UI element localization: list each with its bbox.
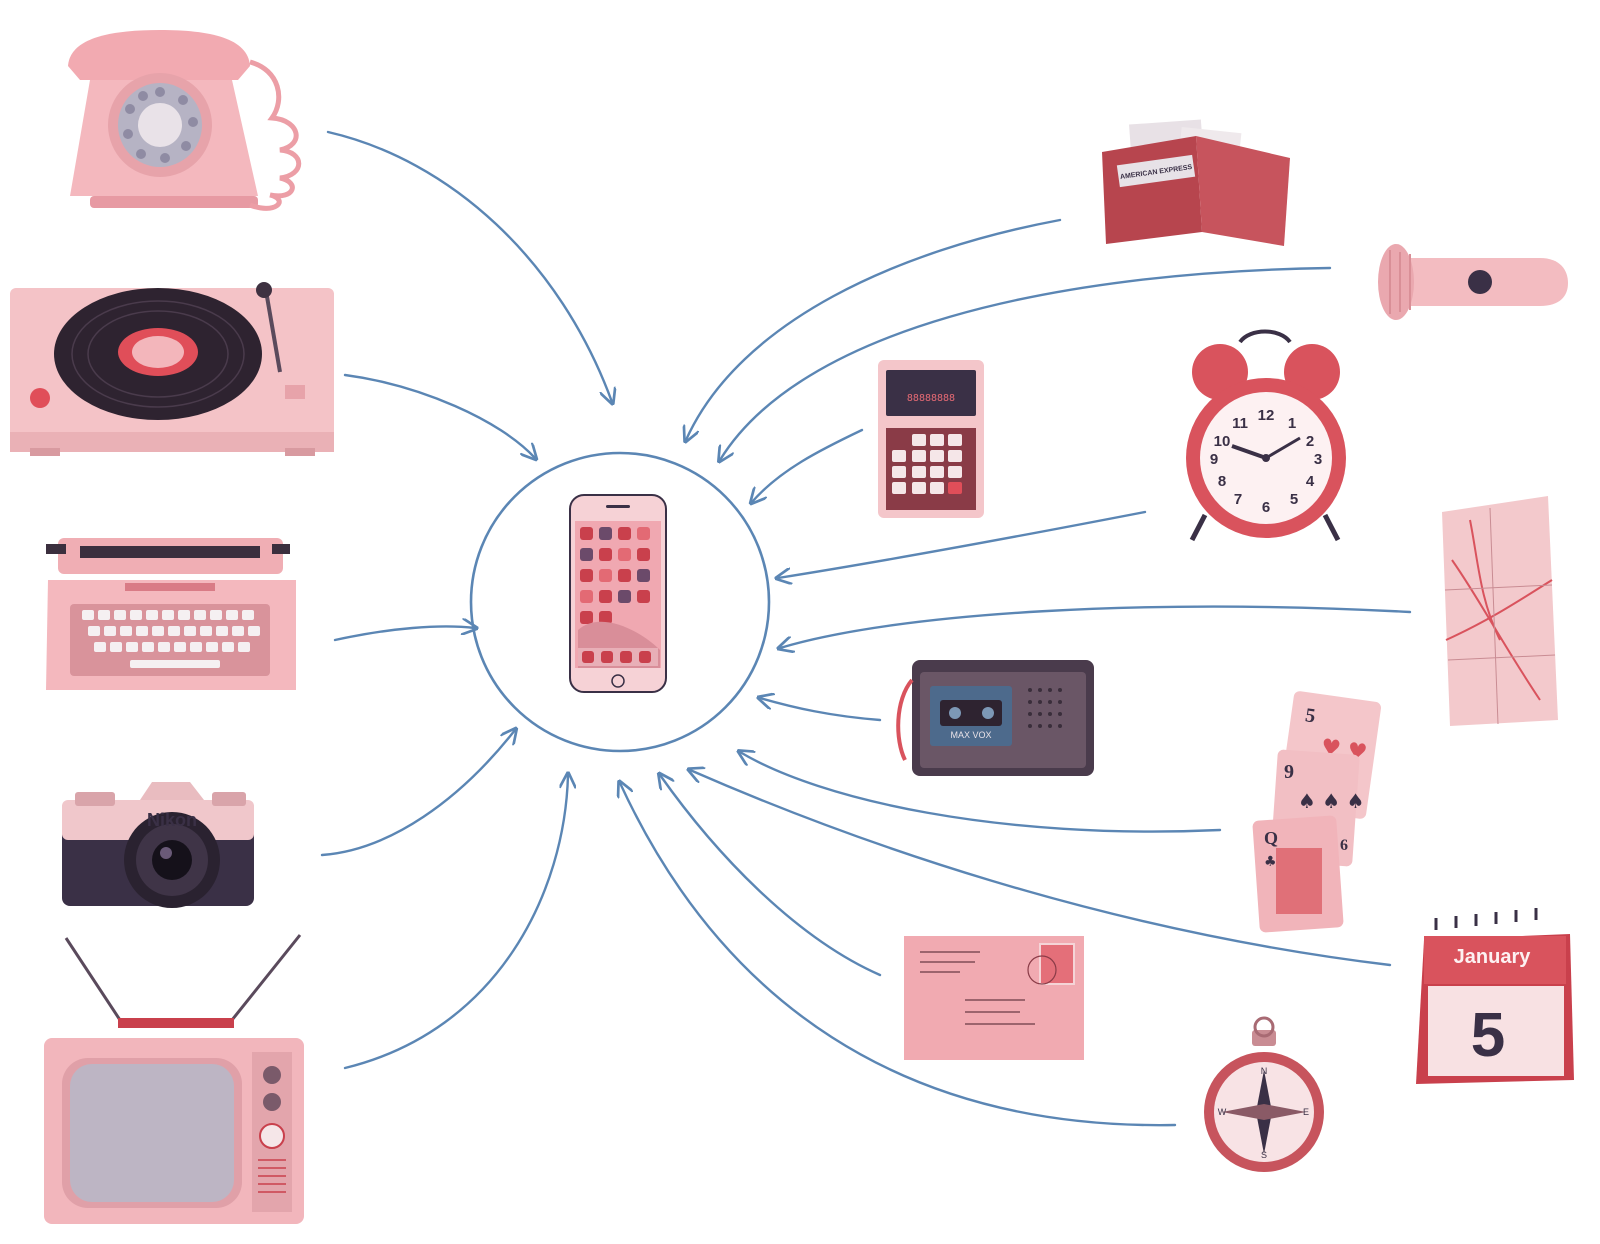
arrow-camera [320, 730, 515, 857]
flashlight-icon [1378, 244, 1568, 320]
arrow-radio [760, 698, 882, 722]
cassette-label: MAX VOX [950, 730, 991, 740]
clock-numeral-8: 8 [1218, 473, 1226, 490]
arrow-calendar [690, 770, 1392, 967]
arrow-cards [740, 752, 1222, 833]
arrows [320, 130, 1412, 1127]
compass-s: S [1261, 1150, 1267, 1160]
arrow-calculator [752, 428, 864, 502]
card-rank-6: 6 [1340, 837, 1348, 854]
calendar-month: January [1454, 946, 1532, 968]
clock-numeral-10: 10 [1214, 433, 1231, 450]
clock-numeral-12: 12 [1258, 407, 1275, 424]
arrow-phone [326, 130, 612, 402]
compass-w: W [1218, 1107, 1227, 1117]
clock-numeral-4: 4 [1306, 473, 1315, 490]
typewriter-icon [46, 538, 296, 690]
card-rank-q: Q [1264, 828, 1278, 848]
wallet-icon: AMERICAN EXPRESS [1102, 119, 1290, 246]
arrow-typewriter [333, 627, 475, 642]
svg-text:♣: ♣ [1264, 854, 1277, 870]
arrow-turntable [343, 373, 535, 458]
alarm-clock-icon: 12 1 2 3 4 5 6 7 8 9 10 11 [1186, 329, 1346, 542]
compass-e: E [1303, 1107, 1309, 1117]
arrow-map [780, 605, 1412, 648]
playing-cards-icon: 5 ♥ ♥ 9 ♠ ♠ ♠ 6 Q ♣ [1252, 691, 1382, 933]
cassette-radio-icon: MAX VOX [896, 660, 1094, 776]
camera-icon: Nikon [62, 782, 254, 908]
arrow-clock [778, 510, 1147, 578]
calculator-display: 88888888 [907, 393, 955, 404]
center-hub [469, 451, 771, 753]
map-icon [1442, 496, 1558, 726]
clock-numeral-11: 11 [1232, 415, 1248, 432]
center-circle [469, 451, 771, 753]
clock-numeral-3: 3 [1314, 451, 1322, 468]
arrow-wallet [686, 218, 1062, 440]
calendar-day: 5 [1471, 1001, 1505, 1070]
arrow-flashlight [720, 266, 1332, 460]
calendar-icon: January 5 [1416, 908, 1574, 1084]
calculator-icon: 88888888 [878, 360, 984, 518]
smartphone-icon [569, 494, 667, 693]
compass-icon: N E S W [1204, 1016, 1324, 1172]
card-rank-9: 9 [1284, 761, 1294, 783]
envelope-icon [904, 936, 1084, 1060]
turntable-icon [10, 282, 334, 456]
clock-numeral-2: 2 [1306, 433, 1314, 450]
arrow-tv [343, 775, 568, 1070]
camera-brand-label: Nikon [147, 810, 197, 830]
svg-text:♠ ♠ ♠: ♠ ♠ ♠ [1298, 789, 1365, 813]
clock-numeral-5: 5 [1290, 491, 1298, 508]
card-rank-5: 5 [1304, 704, 1317, 727]
compass-n: N [1261, 1066, 1268, 1076]
arrow-envelope [660, 775, 882, 977]
arrow-compass [620, 783, 1177, 1127]
clock-numeral-6: 6 [1262, 499, 1270, 516]
clock-numeral-9: 9 [1210, 451, 1218, 468]
rotary-phone-icon [68, 30, 302, 211]
television-icon [44, 934, 304, 1224]
clock-numeral-1: 1 [1288, 415, 1296, 432]
clock-numeral-7: 7 [1234, 491, 1242, 508]
